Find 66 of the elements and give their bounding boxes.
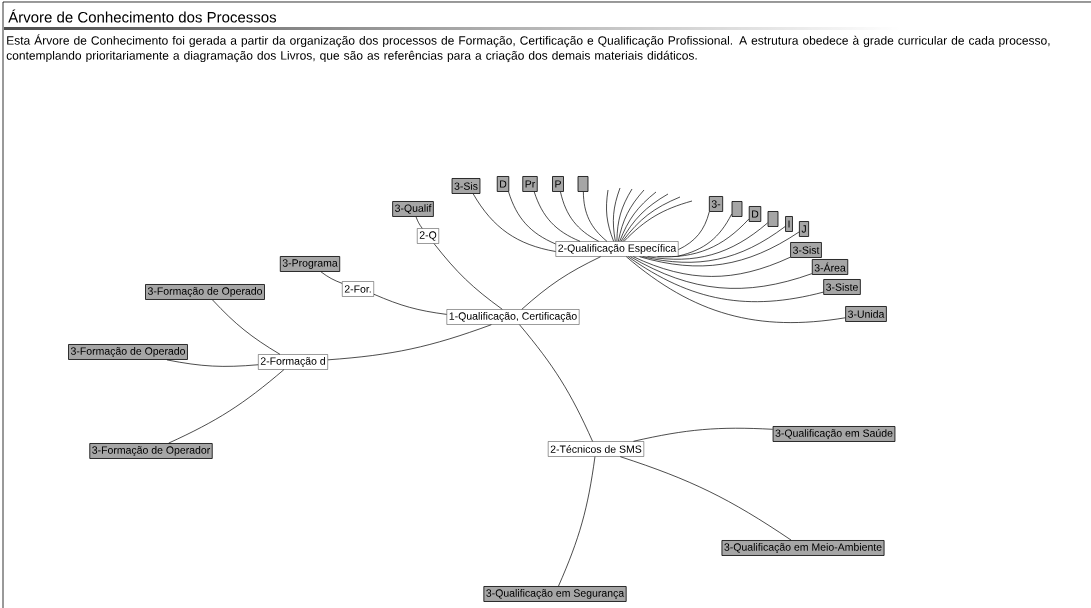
subtopic-box: 3-Sist [790,242,822,258]
subtopic-box: 3-Siste [823,279,861,295]
connector-line [657,218,750,258]
connector-line [433,243,503,310]
connector-line [583,191,608,242]
connector-line [616,188,633,242]
connector-line [619,456,792,541]
subtopic-box: I [785,216,793,232]
connector-line [633,427,773,442]
subtopic-box: 3-Qualificação em Saúde [772,426,896,442]
connector-line [558,456,596,587]
connector-line [320,271,343,284]
topic-box: 2-Q [417,228,439,244]
connector-line [327,324,492,361]
subtopic-box: 3-Qualificação em Meio-Ambiente [721,540,885,556]
subtopic-box: 3-Qualif [392,201,434,217]
connector-line [168,369,285,444]
subtopic-box: Pr [522,176,538,192]
subtopic-box: 3-Sis [451,178,481,194]
subtopic-box: 3-Formação de Operado [68,344,188,360]
connector-line [647,222,768,260]
topic-box: 2-Técnicos de SMS [548,441,645,457]
connector-line [617,189,645,242]
subtopic-box: J [799,221,810,237]
connector-line [623,200,693,242]
connector-line [373,293,447,315]
subtopic-box: D [496,176,510,192]
connector-line [166,359,259,367]
topic-box: 2-For. [342,281,374,297]
subtopic-box [577,176,589,192]
connector-line [533,191,581,242]
connector-line [639,231,800,267]
topic-box: 1-Qualificação, Certificação [446,309,580,325]
connector-line [521,256,601,310]
subtopic-box: 3-Formação de Operado [145,284,265,300]
subtopic-box: D [748,206,762,222]
connector-line [619,191,657,242]
description: Esta Árvore de Conhecimento foi gerada a partir da organização dos processos de Formação, Certificação e Qualificação Profissional. A estrutura obedece à grade curricular de cada processo, contemplando prioritariamente a diagramação dos Livros, que são as referências para a criação dos demais materiais didáticos. [6,34,1050,63]
connector-line [472,193,556,252]
topic-box: 2-Qualificação Específica [555,241,679,257]
connector-line [642,226,786,263]
connector-line [678,211,710,250]
connector-line [620,193,669,242]
topic-box: 2-Formação d [258,354,328,370]
subtopic-box: 3-Unida [845,306,887,322]
connector-line [630,256,813,289]
connector-line [627,256,824,303]
connector-line [622,196,681,242]
connector-line [625,256,846,323]
subtopic-box: 3- [708,196,724,212]
connector-line [519,324,593,442]
subtopic-box [731,201,743,217]
connector-line [508,191,556,245]
connector-line [606,189,614,242]
subtopic-box: 3-Área [811,259,849,275]
subtopic-box: 3-Programa [279,256,341,272]
connector-line [212,299,281,355]
connector-line [632,256,791,277]
subtopic-box: P [552,176,564,192]
subtopic-box: 3-Formação de Operador [89,443,213,459]
connector-line [560,191,599,242]
title: Árvore de Conhecimento dos Processos [8,9,277,23]
subtopic-box: 3-Qualificação em Segurança [483,586,627,602]
connector-line [415,216,423,229]
connector-line [613,187,621,242]
subtopic-box [767,211,779,227]
